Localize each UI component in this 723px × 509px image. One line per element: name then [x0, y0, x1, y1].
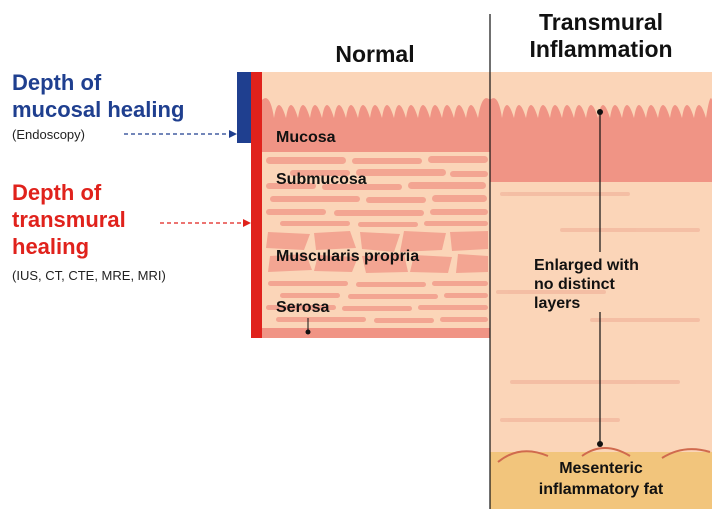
transmural-label-line3: healing — [12, 234, 89, 259]
inflamed-mucosa-band — [490, 118, 712, 182]
fat-label-line2: inflammatory fat — [539, 481, 664, 498]
serosa-marker-dot — [306, 330, 311, 335]
inflamed-label-line3: layers — [534, 295, 580, 312]
mucosal-pointer-arrow — [229, 130, 237, 138]
mucosal-label-line1: Depth of — [12, 70, 102, 95]
transmural-label-line2: transmural — [12, 207, 126, 232]
transmural-methods: (IUS, CT, CTE, MRE, MRI) — [12, 268, 166, 283]
inflamed-label-line2: no distinct — [534, 276, 616, 293]
transmural-heading-line1: Transmural — [539, 9, 663, 35]
layer-label-muscularis: Muscularis propria — [276, 248, 419, 265]
layer-label-submucosa: Submucosa — [276, 171, 367, 188]
serosa-outer-band — [262, 328, 490, 338]
transmural-pointer-arrow — [243, 219, 251, 227]
mucosal-depth-bar — [237, 72, 251, 143]
mucosal-method: (Endoscopy) — [12, 127, 85, 142]
normal-heading: Normal — [335, 41, 414, 67]
transmural-depth-bar — [251, 72, 262, 338]
layer-label-mucosa: Mucosa — [276, 129, 336, 146]
fat-label-line1: Mesenteric — [559, 460, 643, 477]
layer-label-serosa: Serosa — [276, 299, 329, 316]
mucosal-label-line2: mucosal healing — [12, 97, 184, 122]
inflamed-label-line1: Enlarged with — [534, 257, 639, 274]
transmural-heading-line2: Inflammation — [529, 36, 672, 62]
transmural-label-line1: Depth of — [12, 180, 102, 205]
thickness-bottom-dot — [597, 441, 603, 447]
